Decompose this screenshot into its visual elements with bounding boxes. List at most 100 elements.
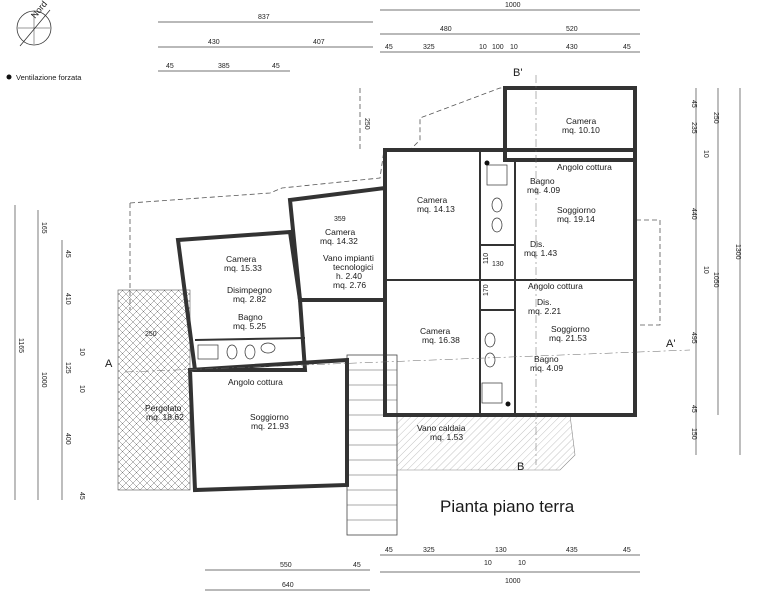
dim-label: 45 [353, 562, 361, 569]
room-name: Angolo cottura [528, 281, 583, 291]
room-name: Vano impianti [323, 253, 374, 263]
dim-label: 45 [385, 44, 393, 51]
dim-label: 1300 [734, 244, 741, 260]
stairs [346, 354, 398, 536]
dim-label: 165 [40, 222, 47, 234]
room-name: Camera [226, 254, 257, 264]
right-block-walls [383, 86, 637, 417]
room-area: mq. 21.53 [549, 333, 587, 343]
top-dimensions: 837 430 407 45 385 45 1000 480 520 45 32… [158, 2, 640, 72]
dim-label: 325 [423, 44, 435, 51]
dim-label: 10 [702, 266, 709, 274]
dim-label: 10 [484, 560, 492, 567]
bathroom-fixtures [197, 160, 511, 407]
drawing-title: Pianta piano terra [440, 497, 575, 516]
section-label-a-prime: A' [666, 338, 675, 350]
room-area: mq. 14.13 [417, 204, 455, 214]
dim-label: 1050 [712, 272, 719, 288]
dim-label: 45 [385, 547, 393, 554]
room-name: Vano caldaia [417, 423, 466, 433]
dim-label: 45 [272, 63, 280, 70]
room-name: Camera [417, 195, 448, 205]
dim-label: 130 [495, 547, 507, 554]
dim-label: 440 [690, 208, 697, 220]
dim-label: 837 [258, 14, 270, 21]
room-name: Dis. [537, 297, 552, 307]
dim-label: 430 [208, 39, 220, 46]
room-name: Bagno [238, 312, 263, 322]
dim-label: 10 [518, 560, 526, 567]
room-area: mq. 18.62 [146, 412, 184, 422]
dim-label: 1000 [505, 578, 521, 585]
dim-label: 550 [280, 562, 292, 569]
dim-label: 250 [712, 112, 719, 124]
section-label-a: A [105, 358, 113, 370]
room-name: Angolo cottura [228, 377, 283, 387]
room-name: Soggiorno [551, 324, 590, 334]
middle-block-walls [175, 185, 387, 493]
left-dimensions: 165 45 410 10 125 10 400 45 1165 1000 [14, 205, 85, 500]
dim-label: 1000 [505, 2, 521, 9]
room-name: Camera [325, 227, 356, 237]
room-area: mq. 1.53 [430, 432, 463, 442]
section-markers: A A' B' B [105, 67, 691, 473]
room-name: Bagno [534, 354, 559, 364]
dim-label: 430 [566, 44, 578, 51]
dim-label: 45 [166, 63, 174, 70]
dim-label: 325 [423, 547, 435, 554]
dim-label: 385 [218, 63, 230, 70]
room-labels: Camera mq. 10.10 Angolo cottura Bagno mq… [145, 116, 612, 442]
pergolato-area [117, 289, 191, 491]
room-area: mq. 4.09 [530, 363, 563, 373]
dim-label: 1000 [40, 372, 47, 388]
dim-label: 480 [440, 26, 452, 33]
bottom-dimensions: 550 640 45 45 325 10 130 10 435 45 1000 [205, 547, 640, 591]
dim-label: 45 [623, 44, 631, 51]
dim-label: 407 [313, 39, 325, 46]
dim-label: 250 [363, 118, 370, 130]
dim-label: 10 [78, 348, 85, 356]
dim-label: 10 [78, 385, 85, 393]
section-label-b: B [517, 461, 524, 473]
dim-label: 410 [64, 293, 71, 305]
room-name: Bagno [530, 176, 555, 186]
dim-label: 45 [690, 100, 697, 108]
north-arrow-icon: Nord [16, 0, 52, 47]
dim-label: 45 [690, 405, 697, 413]
room-height: h. 2.40 [336, 271, 362, 281]
room-area: mq. 21.93 [251, 421, 289, 431]
dim-label: 150 [690, 428, 697, 440]
dim-label: 640 [282, 582, 294, 589]
dim-label: 45 [623, 547, 631, 554]
room-name: Dis. [530, 239, 545, 249]
dim-label: 1165 [17, 338, 24, 353]
dim-label: 130 [492, 261, 504, 268]
room-area: mq. 16.38 [422, 335, 460, 345]
room-name: Soggiorno [250, 412, 289, 422]
dim-label: 10 [510, 44, 518, 51]
room-area: mq. 1.43 [524, 248, 557, 258]
room-area: mq. 4.09 [527, 185, 560, 195]
room-area: mq. 2.76 [333, 280, 366, 290]
room-area: mq. 19.14 [557, 214, 595, 224]
dim-label: 10 [702, 150, 709, 158]
room-area: mq. 10.10 [562, 125, 600, 135]
room-area: mq. 2.82 [233, 294, 266, 304]
dim-label: 110 [483, 253, 490, 264]
room-name: Camera [566, 116, 597, 126]
dim-label: 520 [566, 26, 578, 33]
dim-label: 235 [690, 122, 697, 134]
right-dimensions: 45 235 10 440 10 495 45 150 250 1050 130… [690, 88, 741, 455]
section-label-b-prime: B' [513, 67, 522, 79]
dim-label: 10 [479, 44, 487, 51]
room-area: mq. 2.21 [528, 306, 561, 316]
room-name: Pergolato [145, 403, 182, 413]
north-label: Nord [29, 0, 49, 20]
room-name: Soggiorno [557, 205, 596, 215]
dim-label: 100 [492, 44, 504, 51]
dim-label: 495 [690, 332, 697, 344]
room-name: Angolo cottura [557, 162, 612, 172]
dim-label: 170 [483, 284, 490, 296]
